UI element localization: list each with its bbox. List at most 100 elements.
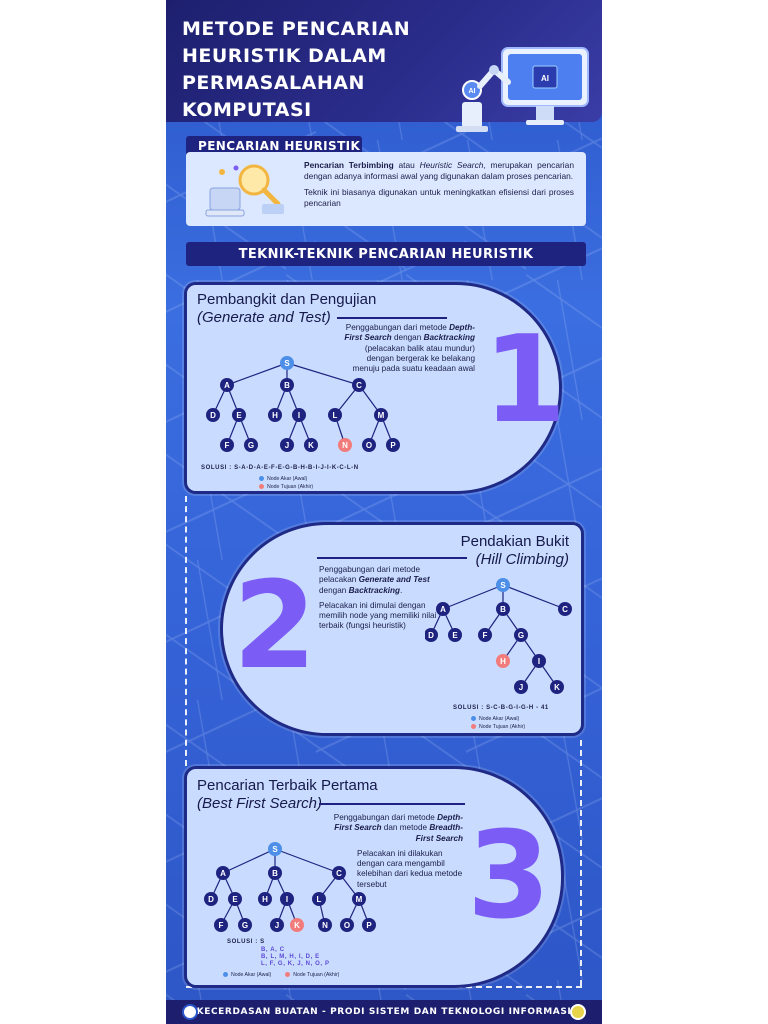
card2-desc-1: Penggabungan dari metode pelacakan Gener…: [319, 565, 449, 596]
dashed-connector-left: [185, 496, 187, 766]
card2-subtitle: (Hill Climbing): [475, 551, 569, 568]
tree-node-label: G: [248, 441, 254, 450]
tree-node-label: K: [308, 441, 314, 450]
tree-node: [228, 892, 242, 906]
tree-node-label: P: [390, 441, 396, 450]
card3-term-dfs: Depth-First Search: [334, 813, 463, 833]
tree-node: [220, 378, 234, 392]
tree-node-label: F: [225, 441, 230, 450]
tree-node: [496, 654, 510, 668]
tree-node-label: O: [366, 441, 372, 450]
card1-title: Pembangkit dan Pengujian (Generate and T…: [197, 291, 376, 327]
card3-solution-head: SOLUSI : S: [227, 939, 265, 945]
tree-node: [478, 628, 492, 642]
tree-node-label: A: [224, 381, 230, 390]
tree-node-label: M: [378, 411, 385, 420]
tree-node: [514, 628, 528, 642]
tree-edge: [222, 848, 276, 874]
tree-node-label: L: [317, 895, 322, 904]
tree-node: [362, 918, 376, 932]
tree-edge: [226, 362, 288, 386]
paragraph-rest: , merupakan pencarian dengan adanya info…: [304, 160, 574, 181]
tree-edge: [274, 848, 340, 874]
tree-node: [312, 892, 326, 906]
tree-node: [280, 356, 294, 370]
tree-node-label: J: [285, 441, 289, 450]
magnifier-search-illustration: [205, 164, 284, 217]
tree-node: [232, 408, 246, 422]
section-heading-techniques: TEKNIK-TEKNIK PENCARIAN HEURISTIK: [186, 242, 586, 266]
tree-node-label: F: [219, 921, 224, 930]
card1-description: Penggabungan dari metode Depth-First Sea…: [339, 323, 475, 374]
tree-node-label: B: [500, 605, 506, 614]
term-guided-search: Pencarian Terbimbing: [304, 160, 394, 170]
legend-root-label: Node Akar (Awal): [479, 716, 520, 722]
tree-node: [332, 866, 346, 880]
tree-node: [206, 408, 220, 422]
card3-legend: Node Akar (Awal) Node Tujuan (Akhir): [223, 971, 339, 979]
tree-node-label: K: [554, 683, 560, 692]
card2-desc1-a: Penggabungan dari metode pelacakan: [319, 565, 421, 585]
tree-node-label: B: [284, 381, 290, 390]
tree-node: [244, 438, 258, 452]
tree-node-label: F: [483, 631, 488, 640]
tree-node-label: L: [333, 411, 338, 420]
card3-description: Penggabungan dari metode Depth-First Sea…: [327, 813, 463, 895]
tree-node: [318, 918, 332, 932]
tree-node-label: I: [298, 411, 300, 420]
tree-node-label: A: [440, 605, 446, 614]
tree-node: [386, 438, 400, 452]
tree-node: [216, 866, 230, 880]
tree-node: [496, 602, 510, 616]
card3-desc-2: Pelacakan ini dilakukan dengan cara meng…: [357, 848, 463, 889]
card3-solution-line: L, F, G, K, J, N, O, P: [261, 961, 330, 967]
tree-node-label: P: [366, 921, 372, 930]
legend-root: Node Akar (Awal): [259, 475, 313, 483]
card1-desc-a: Penggabungan dari metode: [345, 323, 450, 332]
tree-node-label: J: [275, 921, 279, 930]
tree-node: [352, 892, 366, 906]
card2-desc1-c: dengan: [319, 585, 349, 595]
tree-node-label: I: [286, 895, 288, 904]
tree-node-label: E: [452, 631, 458, 640]
tree-node: [532, 654, 546, 668]
card1-term-dfs: Depth-First Search: [344, 323, 475, 343]
footer-text: KECERDASAN BUATAN - PRODI SISTEM DAN TEK…: [196, 1007, 572, 1017]
tree-node: [268, 866, 282, 880]
header-banner: METODE PENCARIAN HEURISTIK DALAM PERMASA…: [166, 0, 602, 132]
tree-node-label: D: [208, 895, 214, 904]
ai-badge-label: AI: [469, 88, 476, 95]
term-heuristic-search: Heuristic Search: [419, 160, 484, 170]
tree-node-label: O: [344, 921, 350, 930]
tree-node: [436, 602, 450, 616]
tree-node: [550, 680, 564, 694]
card2-underline: [317, 557, 467, 559]
legend-goal: Node Tujuan (Akhir): [285, 971, 339, 979]
card2-title: Pendakian Bukit (Hill Climbing): [461, 533, 569, 569]
card1-desc-e: (pelacakan balik atau mundur) dengan ber…: [352, 343, 475, 374]
tree-node-label: H: [500, 657, 506, 666]
legend-goal-label: Node Tujuan (Akhir): [479, 724, 526, 730]
tree-node: [328, 408, 342, 422]
tree-node-label: E: [236, 411, 242, 420]
tree-node-label: D: [210, 411, 216, 420]
card1-number: 1: [483, 311, 567, 450]
card2-legend: Node Akar (Awal) Node Tujuan (Akhir): [471, 715, 525, 731]
heuristic-definition-box: Pencarian Terbimbing atau Heuristic Sear…: [186, 152, 586, 226]
tree-node: [292, 408, 306, 422]
tree-node: [238, 918, 252, 932]
ai-chip-label: AI: [541, 74, 549, 83]
legend-root-label: Node Akar (Awal): [231, 972, 272, 978]
card3-solution-line: B, A, C: [261, 947, 285, 953]
card2-term-backtracking: Backtracking: [348, 585, 401, 595]
tree-node: [374, 408, 388, 422]
tree-node: [204, 892, 218, 906]
program-logo: [570, 1004, 586, 1020]
tree-node: [496, 578, 510, 592]
heuristic-paragraph-1: Pencarian Terbimbing atau Heuristic Sear…: [304, 160, 574, 181]
tree-node: [280, 892, 294, 906]
tree-node: [220, 438, 234, 452]
card2-desc1-e: .: [400, 585, 403, 595]
tree-node-label: G: [518, 631, 524, 640]
